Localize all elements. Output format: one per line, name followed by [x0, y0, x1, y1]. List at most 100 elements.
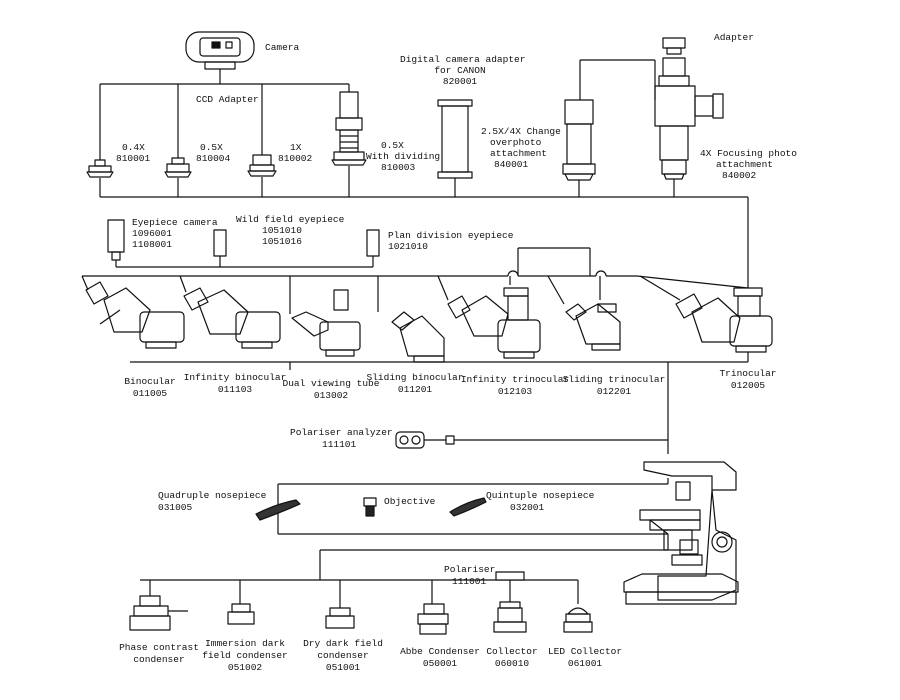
led-collector-code: 061001: [567, 658, 603, 669]
nosepiece-lines: [277, 478, 669, 535]
plan-division-eyepiece-icon: [366, 229, 380, 267]
binocular-code: 011005: [132, 388, 168, 399]
adapter-04x-label: 0.4X: [122, 142, 145, 153]
polariser-analyzer-code: 111101: [322, 439, 357, 450]
canon-adapter-label: Digital camera adapter: [400, 54, 526, 65]
immersion-dark-field-condenser-icon: [227, 603, 255, 625]
wild-field-eyepiece-code-2: 1051016: [262, 236, 302, 247]
upper-right-lines: [99, 59, 749, 288]
abbe-condenser-label: Abbe Condenser: [400, 646, 480, 657]
collector-code: 060010: [494, 658, 530, 669]
change-attachment-label: 2.5X/4X Change: [481, 126, 561, 137]
infinity-trinocular-label: Infinity trinocular: [460, 374, 570, 385]
phase-contrast-condenser-label: Phase contrast: [119, 642, 199, 653]
abbe-condenser-icon: [417, 603, 449, 635]
change-attachment-icon: [562, 99, 596, 181]
polariser-analyzer-icon: [395, 431, 668, 449]
wild-field-eyepiece-icon: [213, 229, 227, 267]
quadruple-nosepiece-label: Quadruple nosepiece: [158, 490, 267, 501]
quadruple-nosepiece-code: 031005: [158, 502, 193, 513]
adapter-label: Adapter: [714, 32, 754, 43]
adapter-icon: [662, 37, 686, 55]
dry-dark-field-condenser-icon: [325, 607, 355, 629]
polariser-icon: [495, 571, 525, 581]
dry-dark-field-condenser-label-2: condenser: [317, 650, 369, 661]
sliding-trinocular-label: Sliding trinocular: [562, 374, 666, 385]
infinity-trinocular-head-icon: [437, 275, 541, 359]
change-attachment-label-3: attachment: [490, 148, 548, 159]
plan-division-eyepiece-code: 1021010: [388, 241, 428, 252]
head-base-lines: [130, 352, 749, 454]
adapter-1x-icon: [247, 154, 277, 177]
canon-adapter-label-2: for CANON: [434, 65, 486, 76]
dry-dark-field-condenser-label: Dry dark field: [303, 638, 383, 649]
infinity-trinocular-code: 012103: [497, 386, 533, 397]
dual-viewing-tube-code: 013002: [313, 390, 349, 401]
adapter-05x-dividing-label-2: With dividing: [366, 151, 441, 162]
adapter-04x-code: 810001: [116, 153, 151, 164]
eyepiece-camera-code-1: 1096001: [132, 228, 172, 239]
abbe-condenser-code: 050001: [422, 658, 458, 669]
wild-field-eyepiece-code-1: 1051010: [262, 225, 302, 236]
camera-branch-lines: [99, 69, 350, 160]
adapter-05x-dividing-code: 810003: [381, 162, 416, 173]
polariser-code: 111001: [452, 576, 487, 587]
quintuple-nosepiece-code: 032001: [510, 502, 545, 513]
binocular-head-icon: [81, 275, 185, 349]
wild-field-eyepiece-label: Wild field eyepiece: [236, 214, 345, 225]
focusing-attachment-icon: [654, 57, 724, 180]
focusing-attachment-label-2: attachment: [716, 159, 774, 170]
sliding-binocular-code: 011201: [397, 384, 433, 395]
dry-dark-field-condenser-code: 051001: [325, 662, 361, 673]
canon-adapter-code: 820001: [442, 76, 478, 87]
quintuple-nosepiece-icon: [449, 497, 487, 517]
adapter-05x-dividing-icon: [331, 91, 367, 166]
sliding-binocular-head-icon: [377, 276, 445, 363]
plan-division-eyepiece-label: Plan division eyepiece: [388, 230, 514, 241]
adapter-04x-icon: [86, 159, 114, 178]
adapter-1x-label: 1X: [290, 142, 302, 153]
collector-label: Collector: [486, 646, 538, 657]
ccd-adapter-label: CCD Adapter: [196, 94, 259, 105]
objective-label: Objective: [384, 496, 436, 507]
trinocular-head-icon: [639, 275, 773, 353]
phase-contrast-condenser-label-2: condenser: [133, 654, 185, 665]
eyepiece-lines: [82, 247, 749, 300]
focusing-attachment-code: 840002: [722, 170, 757, 181]
adapter-05x-dividing-label: 0.5X: [381, 140, 404, 151]
led-collector-icon: [563, 607, 593, 633]
infinity-binocular-label: Infinity binocular: [183, 372, 287, 383]
camera-label: Camera: [265, 42, 300, 53]
immersion-dark-field-condenser-label-2: field condenser: [202, 650, 288, 661]
canon-adapter-icon: [437, 99, 473, 179]
quadruple-nosepiece-icon: [255, 499, 301, 521]
polariser-analyzer-label: Polariser analyzer: [290, 427, 393, 438]
adapter-05x-code: 810004: [196, 153, 231, 164]
polariser-label: Polariser: [444, 564, 496, 575]
immersion-dark-field-condenser-code: 051002: [227, 662, 263, 673]
adapter-05x-label: 0.5X: [200, 142, 223, 153]
eyepiece-camera-label: Eyepiece camera: [132, 217, 218, 228]
camera-icon: [185, 31, 255, 70]
dual-viewing-tube-icon: [289, 276, 361, 357]
focusing-attachment-label: 4X Focusing photo: [700, 148, 797, 159]
eyepiece-camera-icon: [107, 219, 125, 261]
sliding-trinocular-code: 012201: [596, 386, 632, 397]
change-attachment-label-2: overphoto: [490, 137, 542, 148]
eyepiece-camera-code-2: 1108001: [132, 239, 172, 250]
collector-icon: [493, 601, 527, 633]
objective-icon: [363, 497, 377, 517]
change-attachment-code: 840001: [494, 159, 529, 170]
phase-contrast-condenser-icon: [129, 595, 188, 631]
infinity-binocular-head-icon: [179, 275, 281, 349]
sliding-trinocular-head-icon: [547, 275, 621, 351]
led-collector-label: LED Collector: [547, 646, 623, 657]
binocular-label: Binocular: [124, 376, 176, 387]
microscope-body-icon: [623, 461, 739, 605]
trinocular-label: Trinocular: [719, 368, 777, 379]
adapter-1x-code: 810002: [278, 153, 313, 164]
infinity-binocular-code: 011103: [217, 384, 253, 395]
sliding-binocular-label: Sliding binocular: [366, 372, 464, 383]
